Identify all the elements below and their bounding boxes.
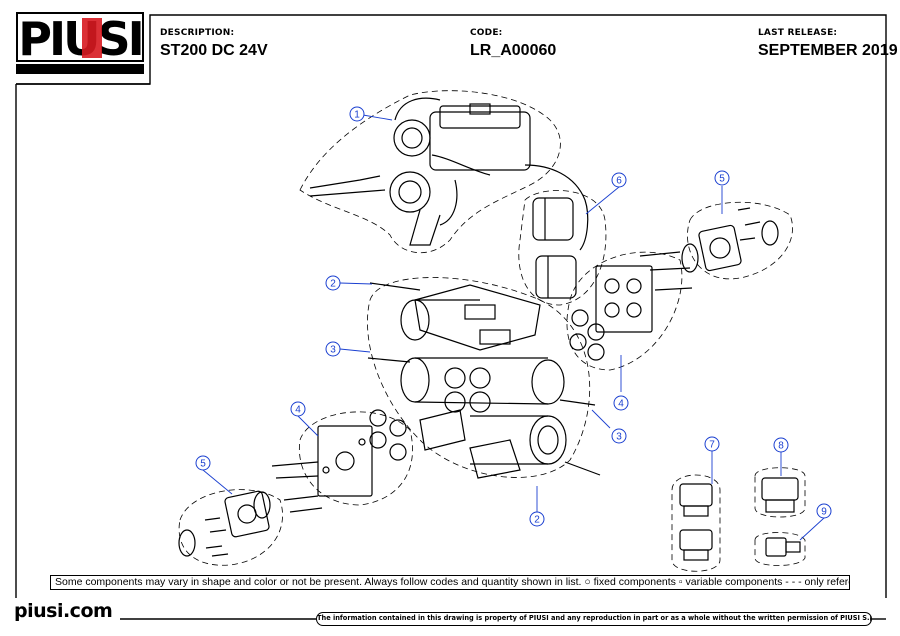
callout-3: 3 xyxy=(325,341,341,357)
callout-leaders xyxy=(202,114,825,541)
svg-text:3: 3 xyxy=(330,345,336,356)
website-link[interactable]: piusi.com xyxy=(14,600,113,622)
callout-9: 9 xyxy=(816,503,832,519)
svg-text:7: 7 xyxy=(709,440,715,451)
release-value: SEPTEMBER 2019 xyxy=(758,42,898,59)
svg-text:2: 2 xyxy=(330,279,336,290)
logo-text: PIUSI xyxy=(18,12,141,66)
svg-text:2: 2 xyxy=(534,515,540,526)
exploded-view xyxy=(178,90,806,572)
components-note: Some components may vary in shape and co… xyxy=(50,575,850,590)
svg-text:3: 3 xyxy=(616,432,622,443)
svg-text:8: 8 xyxy=(778,441,784,452)
callout-4: 4 xyxy=(613,395,629,411)
svg-text:5: 5 xyxy=(719,174,725,185)
description-value: ST200 DC 24V xyxy=(160,42,268,59)
svg-text:9: 9 xyxy=(821,507,827,518)
callout-3: 3 xyxy=(611,428,627,444)
piusi-logo: PIUSI xyxy=(16,12,144,74)
callouts: 1 2 2 3 3 4 4 5 5 6 7 8 9 xyxy=(195,106,832,527)
svg-text:6: 6 xyxy=(616,176,622,187)
callout-7: 7 xyxy=(704,436,720,452)
svg-text:4: 4 xyxy=(618,399,624,410)
callout-2: 2 xyxy=(325,275,341,291)
callout-4: 4 xyxy=(290,401,306,417)
callout-5: 5 xyxy=(714,170,730,186)
svg-text:4: 4 xyxy=(295,405,301,416)
release-label: LAST RELEASE: xyxy=(758,28,838,38)
ownership-disclaimer: The information contained in this drawin… xyxy=(316,612,872,626)
code-label: CODE: xyxy=(470,28,503,38)
callout-6: 6 xyxy=(611,172,627,188)
callout-2: 2 xyxy=(529,511,545,527)
svg-text:5: 5 xyxy=(200,459,206,470)
callout-1: 1 xyxy=(349,106,365,122)
callout-5: 5 xyxy=(195,455,211,471)
description-label: DESCRIPTION: xyxy=(160,28,235,38)
callout-8: 8 xyxy=(773,437,789,453)
svg-text:1: 1 xyxy=(354,110,360,121)
code-value: LR_A00060 xyxy=(470,42,557,59)
